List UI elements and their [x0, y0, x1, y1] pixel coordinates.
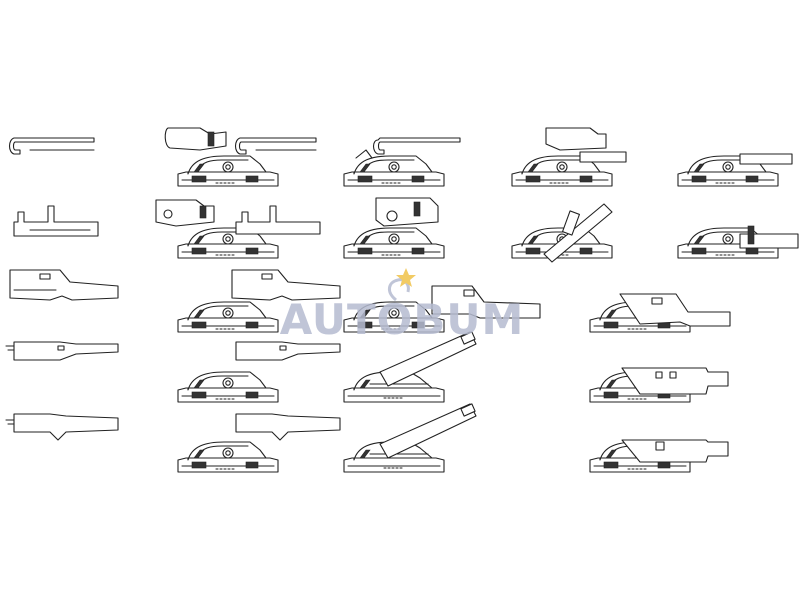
side-mount-adapter: [5, 413, 119, 441]
tilt-arm-long-adapter-mounted: [343, 403, 477, 473]
hook-adapter-mounted: [164, 127, 279, 187]
sidelock-adapter-mounted: [511, 127, 627, 187]
flat-arm-adapter-mounted: [677, 153, 793, 187]
pin-adapter-mounted: [155, 199, 279, 259]
bayonet-adapter: [5, 341, 119, 361]
square-arm-adapter-mounted: [589, 367, 729, 403]
wrench-star-logo-icon: [388, 268, 416, 302]
watermark-text: AUTOBUM: [280, 295, 525, 344]
angled-arm-adapter-mounted: [511, 203, 613, 263]
side-pin-adapter-mounted: [677, 225, 799, 259]
slot-arm-adapter: [9, 269, 119, 301]
clip-adapter-mounted: [343, 197, 445, 259]
square-arm-alt-adapter-mounted: [589, 439, 729, 473]
hook-adapter: [8, 137, 95, 155]
bayonet-adapter-mounted: [177, 341, 341, 403]
pin-adapter: [13, 205, 99, 237]
wide-arm-adapter-mounted: [589, 293, 731, 333]
tilt-arm-adapter-mounted: [343, 331, 477, 403]
side-mount-adapter-mounted: [177, 413, 341, 473]
watermark: AUTOBUM: [280, 268, 525, 344]
latch-adapter-mounted: [343, 137, 461, 187]
hook-adapter-mounted-alt: [234, 137, 317, 155]
slot-arm-adapter-mounted-3: [343, 285, 541, 333]
pin-adapter-side: [235, 205, 321, 235]
slot-arm-adapter-mounted: [177, 269, 341, 333]
